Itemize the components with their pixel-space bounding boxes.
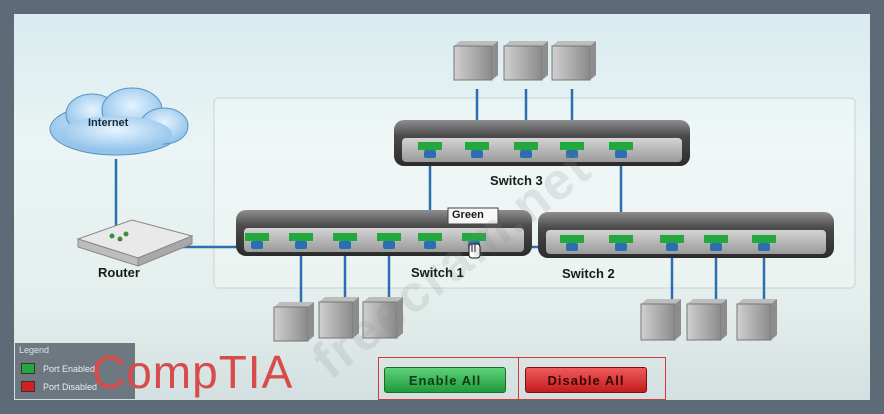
server-icon bbox=[273, 302, 314, 342]
switch-3-port[interactable] bbox=[514, 142, 538, 158]
network-simulation-screen: freecram.net Internet Router Switch 3 Sw… bbox=[14, 14, 870, 400]
router-icon[interactable] bbox=[76, 219, 194, 267]
legend-title: Legend bbox=[19, 345, 50, 355]
switch-2-port[interactable] bbox=[752, 235, 776, 251]
switch-2-port[interactable] bbox=[660, 235, 684, 251]
legend-disabled-swatch bbox=[21, 381, 35, 392]
switch-2-port[interactable] bbox=[560, 235, 584, 251]
server-icon bbox=[503, 41, 548, 81]
server-icon bbox=[362, 297, 403, 339]
switch-3-label: Switch 3 bbox=[490, 173, 543, 188]
legend-enabled-swatch bbox=[21, 363, 35, 374]
disable-all-frame bbox=[518, 357, 666, 400]
switch-2-port[interactable] bbox=[704, 235, 728, 251]
server-icon bbox=[686, 299, 727, 341]
switch-1-port[interactable] bbox=[245, 233, 269, 249]
server-icon bbox=[318, 297, 359, 339]
hand-cursor-icon bbox=[468, 243, 481, 259]
switch-3-port[interactable] bbox=[418, 142, 442, 158]
disable-all-button[interactable]: Disable All bbox=[525, 367, 647, 393]
server-icon bbox=[453, 41, 498, 81]
legend-row-disabled: Port Disabled bbox=[21, 381, 97, 392]
switch-3-port[interactable] bbox=[609, 142, 633, 158]
tooltip-box bbox=[447, 207, 499, 225]
legend-enabled-label: Port Enabled bbox=[43, 363, 96, 374]
switch-3-port[interactable] bbox=[465, 142, 489, 158]
internet-label: Internet bbox=[88, 117, 129, 129]
switch-1-label: Switch 1 bbox=[411, 265, 464, 280]
switch-2-label: Switch 2 bbox=[562, 266, 615, 281]
network-diagram bbox=[49, 41, 856, 342]
switch-3-port[interactable] bbox=[560, 142, 584, 158]
legend-row-enabled: Port Enabled bbox=[21, 363, 95, 374]
internet-cloud-icon bbox=[49, 87, 189, 156]
enable-all-button[interactable]: Enable All bbox=[384, 367, 506, 393]
switch-1-port[interactable] bbox=[289, 233, 313, 249]
legend-disabled-label: Port Disabled bbox=[43, 381, 98, 392]
switch-1-port[interactable] bbox=[418, 233, 442, 249]
switch-3-ports[interactable] bbox=[418, 142, 633, 158]
port-status-tooltip: Green bbox=[452, 209, 484, 221]
router-label: Router bbox=[98, 265, 140, 280]
switch-2-port[interactable] bbox=[609, 235, 633, 251]
server-icon bbox=[736, 299, 777, 341]
switch-1-port[interactable] bbox=[333, 233, 357, 249]
server-icon bbox=[640, 299, 681, 341]
switch-2-ports[interactable] bbox=[560, 235, 776, 251]
legend: Legend Port Enabled Port Disabled bbox=[15, 343, 135, 399]
server-icon bbox=[551, 41, 596, 81]
switch-1-port[interactable] bbox=[377, 233, 401, 249]
comptia-logo: CompTIA bbox=[92, 346, 294, 398]
